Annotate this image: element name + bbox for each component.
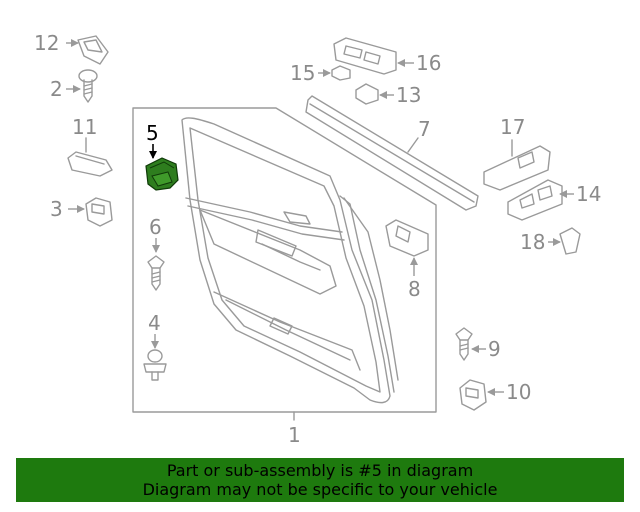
info-banner: Part or sub-assembly is #5 in diagram Di… bbox=[16, 458, 624, 502]
callout-8: 8 bbox=[408, 277, 421, 301]
callout-15: 15 bbox=[290, 61, 315, 85]
part-15-switch bbox=[331, 65, 351, 81]
part-12-cover bbox=[77, 35, 109, 65]
part-16-bezel bbox=[333, 37, 397, 75]
part-2-screw bbox=[78, 69, 98, 103]
part-13-switch bbox=[355, 83, 379, 105]
part-8-bracket bbox=[385, 219, 429, 257]
part-6-screw bbox=[147, 255, 165, 291]
callout-11: 11 bbox=[72, 115, 97, 139]
part-9-screw bbox=[455, 327, 473, 361]
callout-5: 5 bbox=[146, 121, 159, 145]
banner-line-2: Diagram may not be specific to your vehi… bbox=[142, 480, 498, 499]
part-17-panel bbox=[483, 145, 551, 191]
callout-1: 1 bbox=[288, 423, 301, 447]
part-18-clip bbox=[559, 227, 581, 255]
part-4-clip bbox=[143, 349, 167, 381]
callout-17: 17 bbox=[500, 115, 525, 139]
callout-16: 16 bbox=[416, 51, 441, 75]
part-14-switch bbox=[507, 179, 563, 221]
callout-12: 12 bbox=[34, 31, 59, 55]
callout-7: 7 bbox=[418, 117, 431, 141]
part-5-switch bbox=[145, 157, 179, 191]
callout-18: 18 bbox=[520, 230, 545, 254]
part-7-weatherstrip bbox=[305, 95, 479, 211]
part-3-clip bbox=[85, 197, 113, 227]
callout-2: 2 bbox=[50, 77, 63, 101]
part-11-pad bbox=[67, 151, 113, 177]
callout-3: 3 bbox=[50, 197, 63, 221]
parts-diagram: 1 12 2 11 3 5 6 bbox=[34, 31, 601, 447]
callout-6: 6 bbox=[149, 215, 162, 239]
banner-line-1: Part or sub-assembly is #5 in diagram bbox=[166, 461, 474, 480]
callout-14: 14 bbox=[576, 182, 601, 206]
callout-9: 9 bbox=[488, 337, 501, 361]
callout-10: 10 bbox=[506, 380, 531, 404]
callout-4: 4 bbox=[148, 311, 161, 335]
door-trim-panel bbox=[132, 107, 437, 413]
part-10-clip bbox=[459, 379, 487, 411]
callout-13: 13 bbox=[396, 83, 421, 107]
